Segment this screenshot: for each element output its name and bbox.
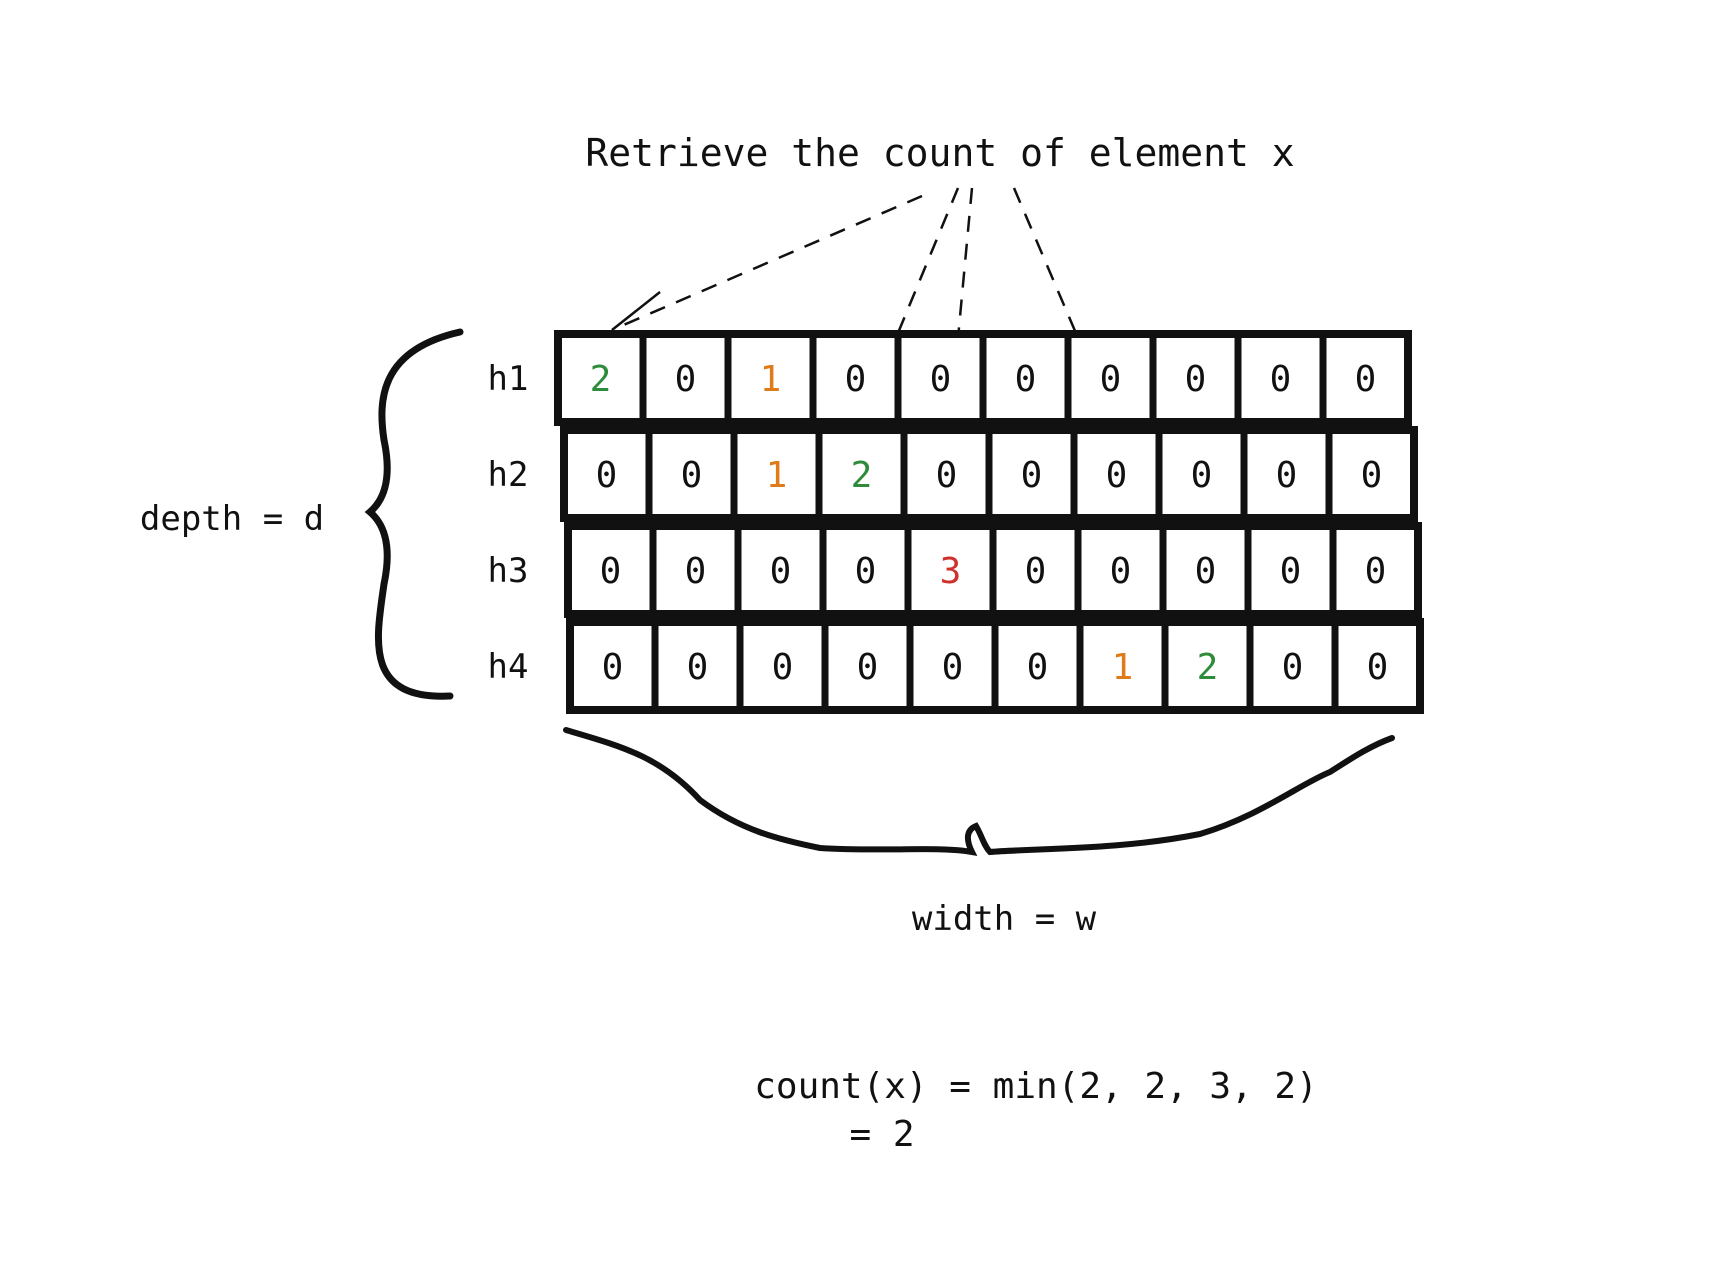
sketch-cell-value: 0 — [1025, 551, 1047, 592]
sketch-cell-value: 0 — [1106, 455, 1128, 496]
sketch-cell-value: 0 — [1282, 647, 1304, 688]
sketch-cell-value: 0 — [845, 359, 867, 400]
sketch-cell-value: 0 — [1365, 551, 1387, 592]
sketch-cell-value: 3 — [940, 551, 962, 592]
sketch-cell-value: 0 — [1280, 551, 1302, 592]
row-label-h1: h1 — [488, 359, 529, 399]
sketch-cell-value: 0 — [1367, 647, 1389, 688]
diagram-title: Retrieve the count of element x — [585, 131, 1294, 175]
pointer-line-h1 — [611, 194, 923, 332]
sketch-cell-value: 0 — [1195, 551, 1217, 592]
sketch-cell-value: 0 — [770, 551, 792, 592]
sketch-cell-value: 0 — [936, 455, 958, 496]
row-label-h4: h4 — [488, 647, 529, 687]
sketch-cell-value: 2 — [590, 359, 612, 400]
sketch-cell-value: 0 — [855, 551, 877, 592]
sketch-cell-value: 1 — [766, 455, 788, 496]
formula-line-2: = 2 — [849, 1114, 914, 1155]
sketch-cell-value: 0 — [675, 359, 697, 400]
sketch-cell-value: 2 — [851, 455, 873, 496]
sketch-cell-value: 0 — [1110, 551, 1132, 592]
sketch-cell-value: 0 — [1015, 359, 1037, 400]
arrowhead-icon — [611, 291, 661, 331]
sketch-cell-value: 0 — [1100, 359, 1122, 400]
sketch-cell-value: 0 — [687, 647, 709, 688]
width-brace — [563, 727, 1395, 857]
sketch-cell-value: 2 — [1197, 647, 1219, 688]
sketch-cell-value: 0 — [681, 455, 703, 496]
sketch-cell-value: 0 — [1191, 455, 1213, 496]
sketch-cell-value: 0 — [602, 647, 624, 688]
sketch-cell-value: 0 — [772, 647, 794, 688]
sketch-cell-value: 0 — [600, 551, 622, 592]
width-label: width = w — [912, 899, 1097, 939]
depth-label: depth = d — [140, 499, 324, 539]
sketch-cell-value: 0 — [930, 359, 952, 400]
sketch-cell — [1325, 426, 1418, 522]
sketch-cell — [1331, 618, 1424, 714]
sketch-cell-value: 0 — [1185, 359, 1207, 400]
row-label-h3: h3 — [488, 551, 529, 591]
sketch-cell-value: 0 — [942, 647, 964, 688]
sketch-grid: 2 0 1 0 0 0 0 0 0 0 0 0 1 2 0 0 0 0 0 0 0 0 0 0 3 0 0 0 0 0 0 0 0 0 0 0 1 2 0 0 — [554, 330, 1424, 714]
sketch-cell-value: 1 — [760, 359, 782, 400]
sketch-cell-value: 1 — [1112, 647, 1134, 688]
sketch-cell-value: 0 — [1355, 359, 1377, 400]
row-labels: h1 h2 h3 h4 — [488, 359, 529, 687]
sketch-cell — [1319, 330, 1412, 426]
sketch-cell-value: 0 — [1276, 455, 1298, 496]
sketch-cell-value: 0 — [1361, 455, 1383, 496]
sketch-cell-value: 0 — [1027, 647, 1049, 688]
sketch-cell-value: 0 — [857, 647, 879, 688]
sketch-cell-value: 0 — [1270, 359, 1292, 400]
sketch-cell — [1329, 522, 1422, 618]
sketch-cell-value: 0 — [685, 551, 707, 592]
sketch-cell-value: 0 — [1021, 455, 1043, 496]
formula-line-1: count(x) = min(2, 2, 3, 2) — [754, 1066, 1318, 1107]
row-label-h2: h2 — [488, 455, 529, 495]
depth-brace — [364, 328, 464, 700]
sketch-cell-value: 0 — [596, 455, 618, 496]
